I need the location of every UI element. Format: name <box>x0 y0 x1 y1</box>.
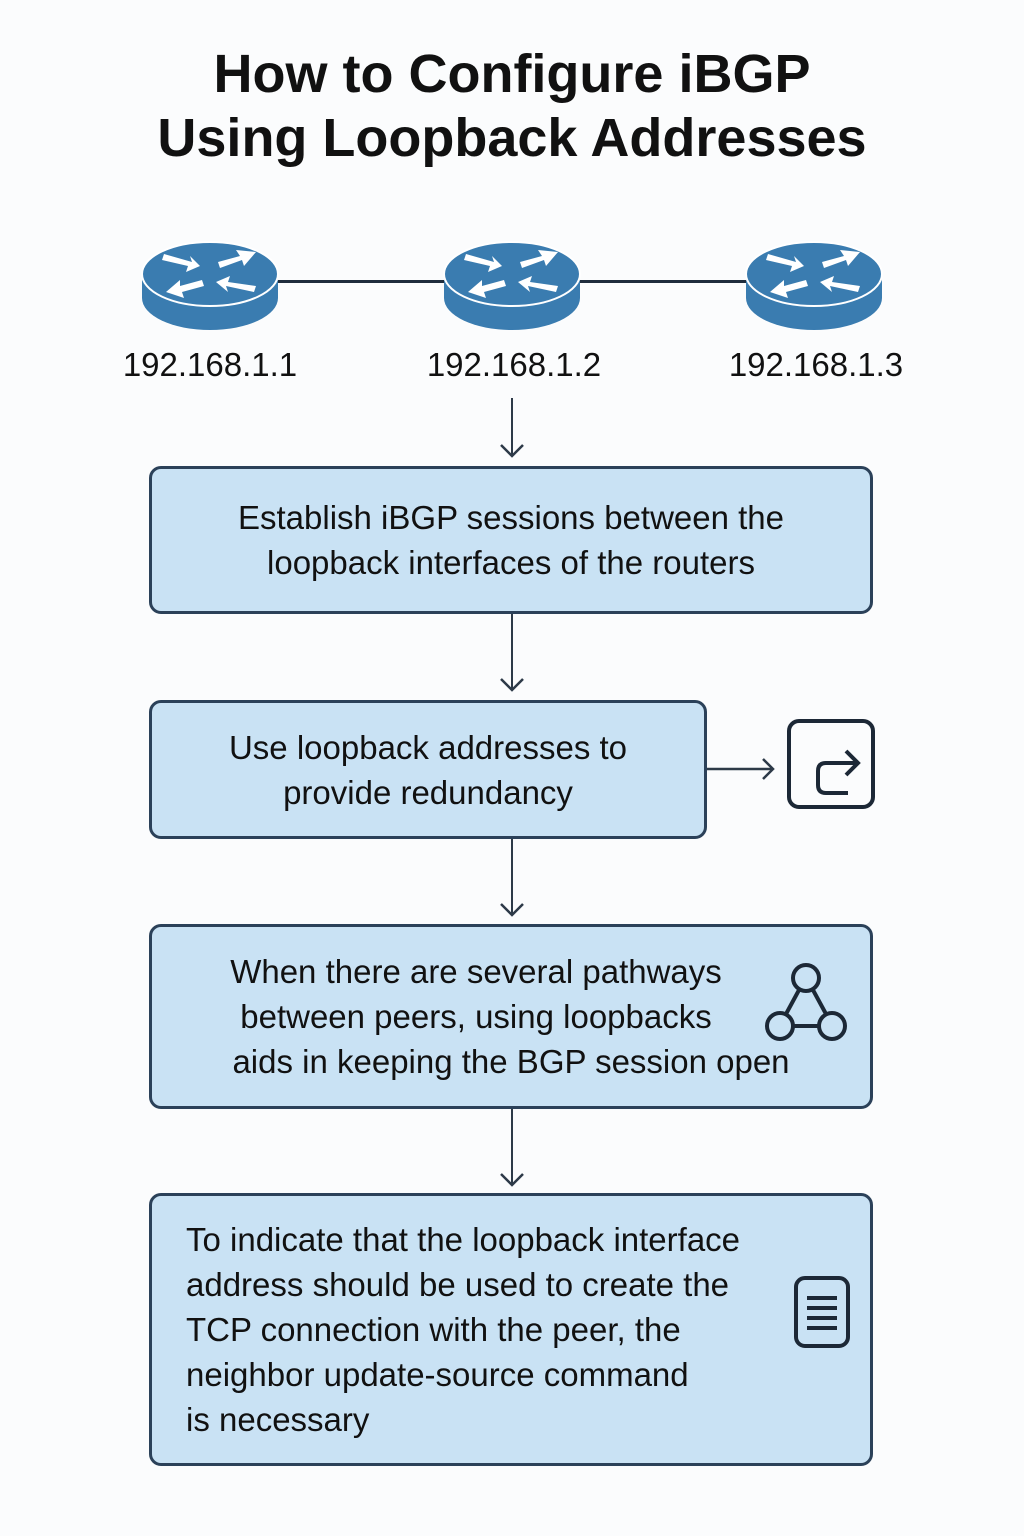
step-text: between peers, using loopbacks <box>240 998 712 1035</box>
redirect-arrow-icon <box>787 719 875 809</box>
flow-connector <box>511 1109 513 1185</box>
step-text: neighbor update-source command <box>186 1356 689 1393</box>
step-text: TCP connection with the peer, the <box>186 1311 681 1348</box>
router-icon <box>141 241 279 330</box>
router-link-1-2 <box>275 280 445 283</box>
step-text: is necessary <box>186 1401 370 1438</box>
router-ip-label: 192.168.1.2 <box>426 346 602 383</box>
router-ip-label: 192.168.1.3 <box>728 346 904 383</box>
arrow-down-icon <box>500 903 524 917</box>
step-box-3: When there are several pathways between … <box>149 924 873 1109</box>
step-text: aids in keeping the BGP session open <box>232 1043 790 1080</box>
step-text: Establish iBGP sessions between the <box>237 499 785 536</box>
arrow-down-icon <box>500 678 524 692</box>
title-line-1: How to Configure iBGP <box>213 44 811 104</box>
step-text: To indicate that the loopback interface <box>186 1221 741 1258</box>
page-title: How to Configure iBGP Using Loopback Add… <box>0 42 1024 170</box>
step-text: address should be used to create the <box>186 1266 730 1303</box>
step-text: loopback interfaces of the routers <box>267 544 755 581</box>
side-arrow-icon <box>707 758 775 780</box>
step-box-4: To indicate that the loopback interface … <box>149 1193 873 1466</box>
arrow-down-icon <box>500 1173 524 1187</box>
network-triangle-icon <box>765 963 847 1041</box>
router-icon <box>443 241 581 330</box>
router-link-2-3 <box>578 280 748 283</box>
flow-connector <box>511 839 513 915</box>
step-text: When there are several pathways <box>230 953 722 990</box>
flow-connector <box>511 614 513 690</box>
arrow-down-icon <box>500 444 524 458</box>
flow-connector <box>511 398 513 456</box>
router-icon <box>745 241 883 330</box>
step-box-1: Establish iBGP sessions between the loop… <box>149 466 873 614</box>
step-text: provide redundancy <box>283 773 573 811</box>
title-line-2: Using Loopback Addresses <box>157 108 867 168</box>
step-box-2: Use loopback addresses to provide redund… <box>149 700 707 839</box>
document-icon <box>794 1276 850 1348</box>
router-ip-label: 192.168.1.1 <box>122 346 298 383</box>
step-text: Use loopback addresses to <box>228 728 628 766</box>
